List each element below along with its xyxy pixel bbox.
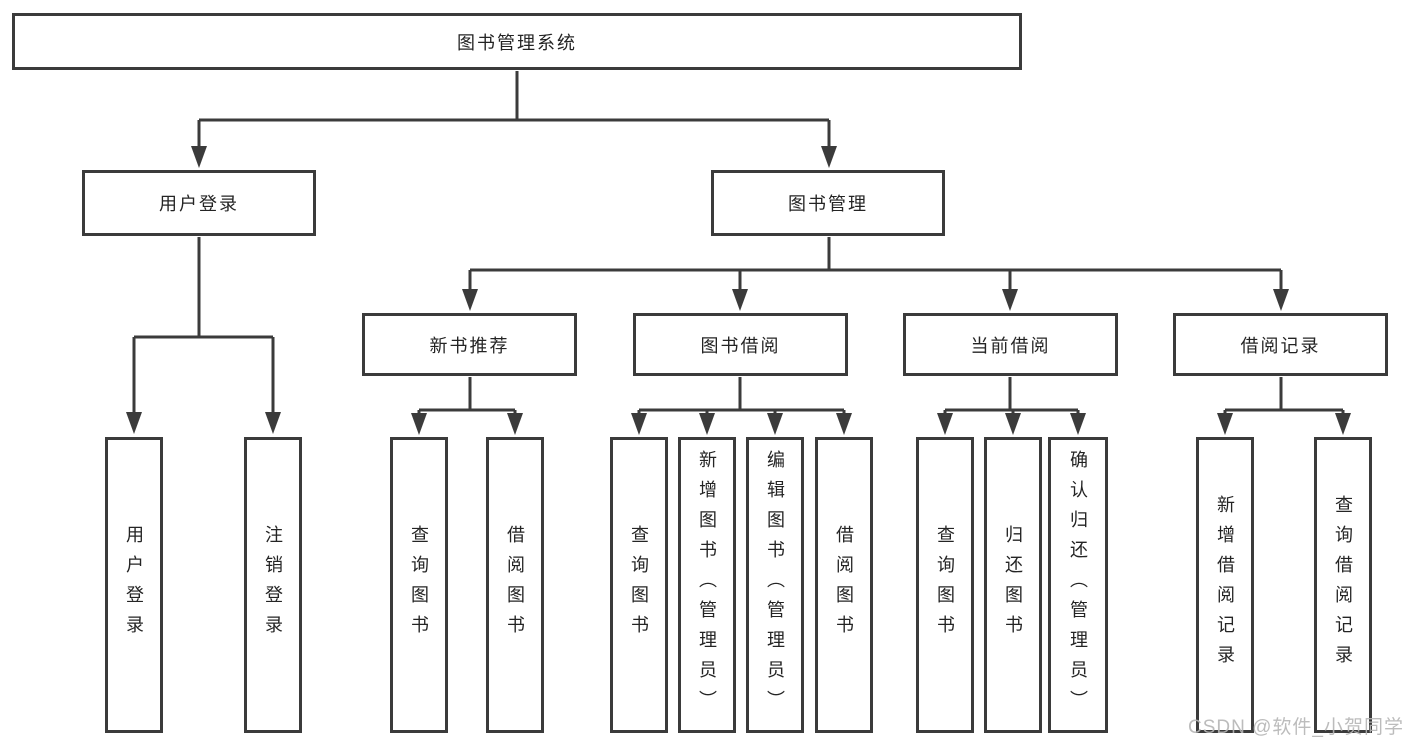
leaf-current-query-books: 查询图书 — [916, 437, 974, 733]
node-borrow-record: 借阅记录 — [1173, 313, 1388, 376]
node-user-login: 用户登录 — [82, 170, 316, 236]
leaf-borrow-query-books: 查询图书 — [610, 437, 668, 733]
leaf-record-query-record: 查询借阅记录 — [1314, 437, 1372, 733]
leaf-recommend-query-books: 查询图书 — [390, 437, 448, 733]
leaf-borrow-edit-books-admin: 编辑图书（管理员） — [746, 437, 804, 733]
node-current-borrow: 当前借阅 — [903, 313, 1118, 376]
leaf-user-login: 用户登录 — [105, 437, 163, 733]
node-new-book-recommend: 新书推荐 — [362, 313, 577, 376]
csdn-watermark: CSDN @软件_小贺同学 — [1188, 717, 1404, 738]
leaf-logout: 注销登录 — [244, 437, 302, 733]
leaf-borrow-add-books-admin: 新增图书（管理员） — [678, 437, 736, 733]
leaf-record-add-record: 新增借阅记录 — [1196, 437, 1254, 733]
node-root: 图书管理系统 — [12, 13, 1022, 70]
arrowheads — [126, 146, 1351, 435]
leaf-recommend-borrow-books: 借阅图书 — [486, 437, 544, 733]
leaf-current-return-books: 归还图书 — [984, 437, 1042, 733]
leaf-current-confirm-return-admin: 确认归还（管理员） — [1048, 437, 1108, 733]
leaf-borrow-borrow-books: 借阅图书 — [815, 437, 873, 733]
node-book-management: 图书管理 — [711, 170, 945, 236]
node-book-borrow: 图书借阅 — [633, 313, 848, 376]
